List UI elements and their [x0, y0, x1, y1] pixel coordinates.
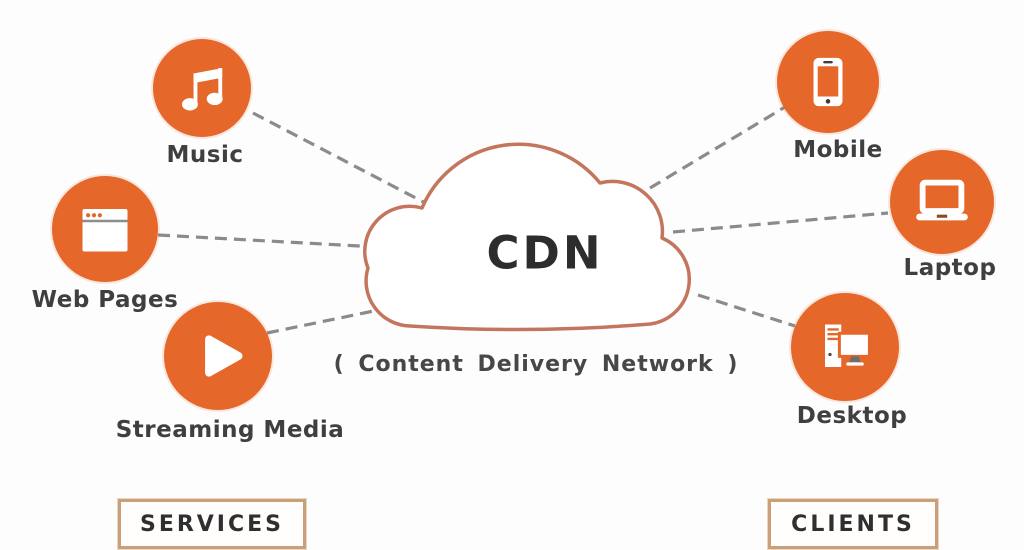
music-note-icon — [181, 68, 223, 111]
laptop-icon — [916, 179, 968, 221]
service-label-streaming: Streaming Media — [115, 417, 345, 443]
service-node-streaming — [164, 302, 272, 410]
cloud-shape — [363, 142, 692, 332]
connector-cdn-mobile — [649, 105, 786, 190]
service-label-music: Music — [166, 142, 244, 168]
service-label-webpages: Web Pages — [31, 287, 179, 313]
client-node-mobile — [777, 31, 879, 133]
cloud-subtitle: ( Content Delivery Network ) — [333, 352, 739, 377]
client-label-desktop: Desktop — [796, 403, 908, 429]
desktop-computer-icon — [825, 324, 871, 367]
connector-cdn-laptop — [672, 211, 889, 234]
play-icon — [205, 335, 243, 377]
service-node-music — [153, 39, 251, 137]
services-group-label: SERVICES — [139, 511, 285, 537]
service-node-webpages — [52, 176, 158, 282]
client-node-desktop — [791, 293, 899, 401]
client-node-laptop — [890, 150, 994, 254]
connector-webpages-cdn — [157, 233, 379, 249]
client-label-laptop: Laptop — [903, 255, 997, 281]
cloud-title: CDN — [486, 226, 604, 280]
connector-cdn-desktop — [697, 293, 796, 328]
services-group-box: SERVICES — [117, 498, 307, 550]
browser-window-icon — [82, 209, 128, 252]
clients-group-label: CLIENTS — [791, 511, 915, 537]
client-label-mobile: Mobile — [793, 137, 883, 163]
smartphone-icon — [813, 57, 843, 107]
clients-group-box: CLIENTS — [767, 498, 939, 550]
connector-music-cdn — [252, 111, 434, 209]
connector-streaming-cdn — [266, 305, 394, 335]
